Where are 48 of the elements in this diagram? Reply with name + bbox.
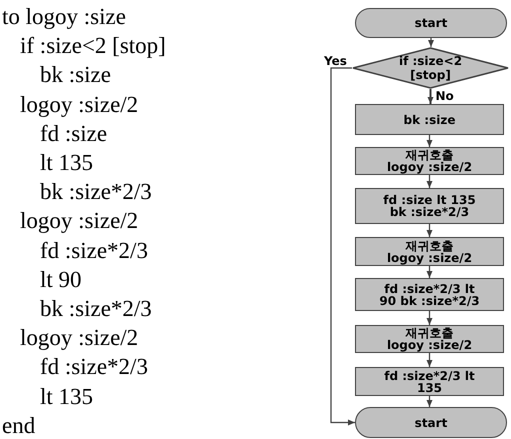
box-text: 재귀호출 <box>406 327 454 339</box>
arrow <box>426 266 432 278</box>
process-box <box>355 104 504 135</box>
code-line: fd :size*2/3 <box>40 238 148 264</box>
code-line: end <box>2 412 36 439</box>
box-text: 재귀호출 <box>406 240 454 252</box>
edge-label: Yes <box>323 55 348 67</box>
box-text: logoy :size/2 <box>386 161 472 173</box>
code-line: lt 90 <box>40 266 82 293</box>
code-line: lt 135 <box>40 384 94 410</box>
process-box <box>355 237 504 266</box>
box-text: fd :size*2/3 lt 135 <box>383 370 476 394</box>
process-box <box>355 367 504 396</box>
arrow <box>426 353 432 367</box>
edge-label: No <box>434 90 455 102</box>
box-text: logoy :size/2 <box>386 339 472 351</box>
code-line: bk :size <box>40 62 111 88</box>
code-line: fd :size <box>40 120 108 147</box>
code-line: logoy :size/2 <box>20 325 138 352</box>
code-line: bk :size*2/3 <box>40 179 152 206</box>
code-line: fd :size*2/3 <box>40 354 148 380</box>
box-text: bk :size <box>404 114 456 126</box>
box-text: if :size<2 [stop] <box>398 54 464 82</box>
arrow <box>426 175 432 188</box>
code-line: lt 135 <box>40 150 94 176</box>
code-line: to logoy :size <box>2 4 126 30</box>
arrow <box>428 89 434 104</box>
box-text: 재귀호출 <box>406 149 454 161</box>
code-line: logoy :size/2 <box>20 208 138 234</box>
code-line: logoy :size/2 <box>20 92 138 118</box>
arrow <box>428 38 434 47</box>
process-box <box>355 147 504 175</box>
code-line: bk :size*2/3 <box>40 296 152 322</box>
box-text: fd :size lt 135 bk :size*2/3 <box>382 194 477 218</box>
code-line: if :size<2 [stop] <box>20 33 166 60</box>
process-box <box>355 325 504 353</box>
box-text: fd :size*2/3 lt 90 bk :size*2/3 <box>378 282 481 306</box>
arrow <box>426 135 432 147</box>
arrow <box>426 396 432 407</box>
process-box <box>355 278 504 311</box>
process-box <box>355 188 504 224</box>
box-text: start <box>414 17 448 29</box>
box-text: start <box>414 416 448 428</box>
arrow <box>426 224 432 237</box>
arrow <box>330 67 355 426</box>
arrow <box>426 311 432 325</box>
decision-diamond <box>352 47 509 89</box>
box-text: logoy :size/2 <box>386 252 472 264</box>
